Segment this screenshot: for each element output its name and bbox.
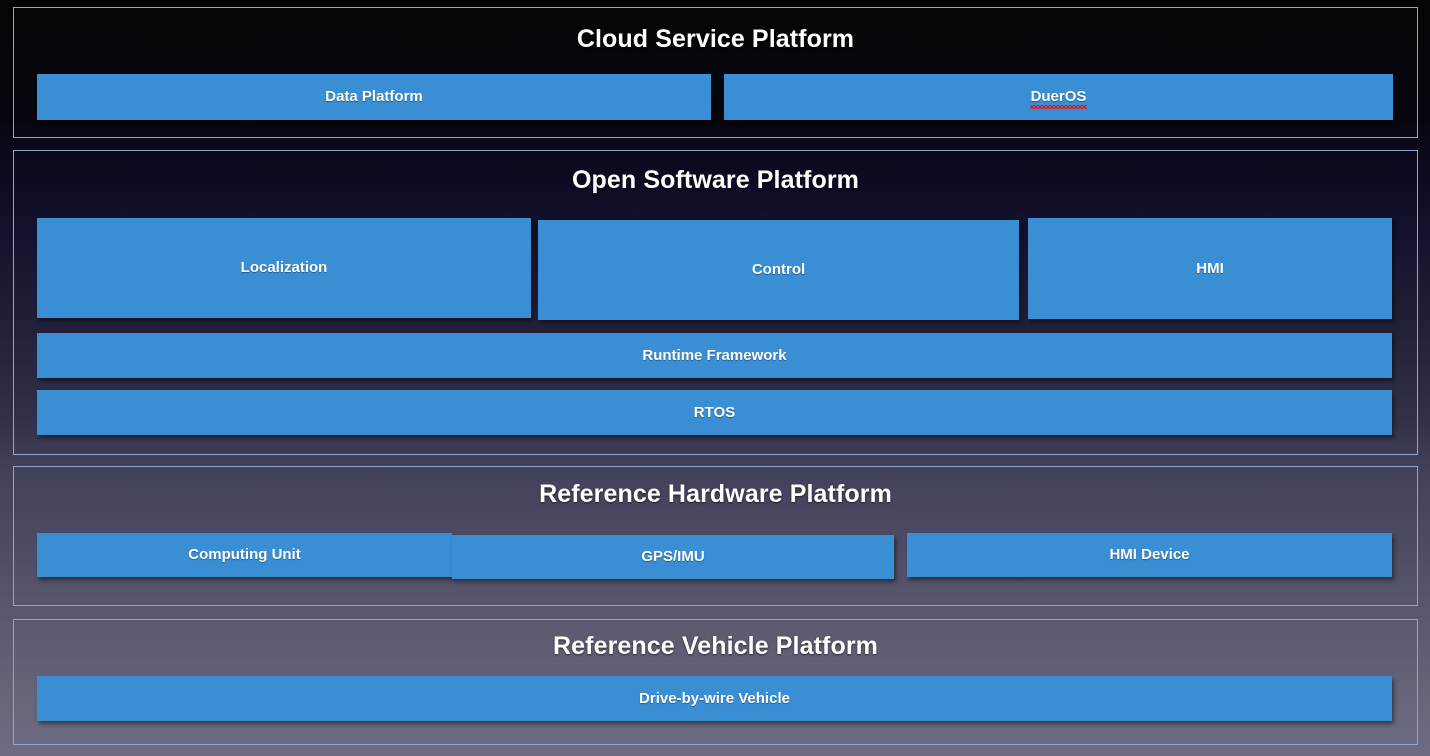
block-computing-unit[interactable]: Computing Unit (37, 533, 452, 577)
block-localization[interactable]: Localization (37, 218, 531, 318)
layer-open-software-platform: Open Software Platform Localization Cont… (13, 150, 1418, 455)
block-data-platform[interactable]: Data Platform (37, 74, 711, 120)
block-drive-by-wire-vehicle[interactable]: Drive-by-wire Vehicle (37, 676, 1392, 721)
layer-title-reference-hardware-platform: Reference Hardware Platform (539, 480, 892, 508)
block-label-hmi: HMI (1196, 259, 1224, 277)
block-label-hmi-device: HMI Device (1109, 546, 1190, 563)
block-gps-imu[interactable]: GPS/IMU (452, 535, 894, 579)
layer-cloud-service-platform: Cloud Service Platform Data Platform Due… (13, 7, 1418, 138)
block-label-rtos: RTOS (693, 403, 736, 421)
layer-reference-hardware-platform: Reference Hardware Platform Computing Un… (13, 466, 1418, 606)
block-dueros[interactable]: DuerOS (724, 74, 1393, 120)
block-label-gps-imu: GPS/IMU (641, 548, 705, 565)
layer-reference-vehicle-platform: Reference Vehicle Platform Drive-by-wire… (13, 619, 1418, 745)
layer-title-reference-vehicle-platform: Reference Vehicle Platform (553, 632, 878, 660)
block-label-computing-unit: Computing Unit (188, 546, 301, 563)
block-label-data-platform: Data Platform (325, 88, 423, 105)
block-hmi[interactable]: HMI (1028, 218, 1392, 319)
block-label-control: Control (751, 261, 806, 278)
layer-title-open-software-platform: Open Software Platform (572, 166, 859, 194)
block-label-localization: Localization (240, 259, 328, 276)
block-control[interactable]: Control (538, 220, 1019, 320)
block-hmi-device[interactable]: HMI Device (907, 533, 1392, 577)
block-rtos[interactable]: RTOS (37, 390, 1392, 435)
layer-title-cloud-service-platform: Cloud Service Platform (576, 25, 855, 53)
block-label-runtime-framework: Runtime Framework (642, 346, 787, 364)
block-runtime-framework[interactable]: Runtime Framework (37, 333, 1392, 378)
block-label-drive-by-wire-vehicle: Drive-by-wire Vehicle (639, 689, 790, 707)
block-label-dueros: DuerOS (1029, 87, 1088, 109)
